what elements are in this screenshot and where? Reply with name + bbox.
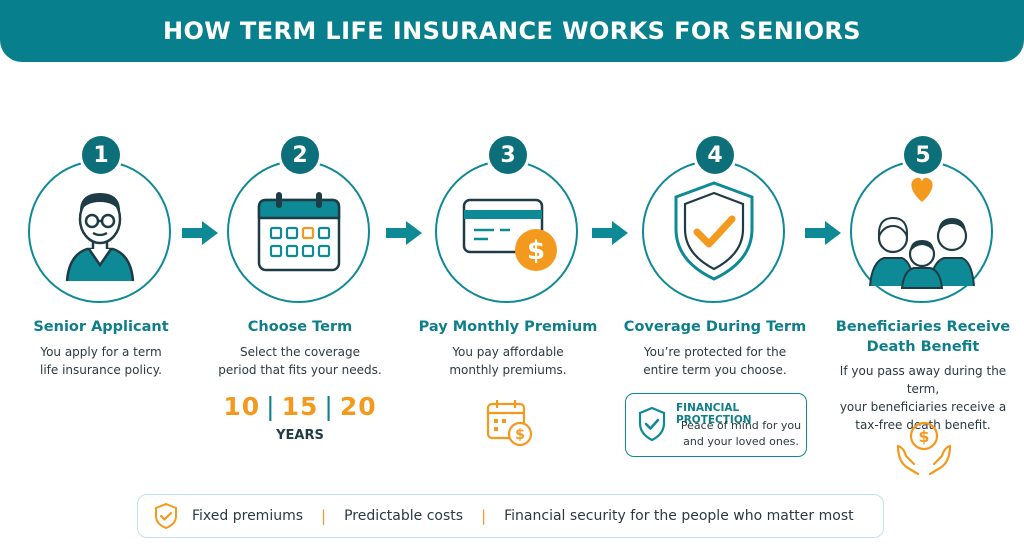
step-icon-circle bbox=[642, 160, 785, 303]
calendar-icon bbox=[257, 191, 340, 271]
calendar-dollar-icon: $ bbox=[486, 400, 533, 447]
step-3: 3 $ Pay Monthly Premium You pay affordab… bbox=[408, 0, 608, 559]
svg-text:$: $ bbox=[515, 427, 525, 443]
step-number-badge: 4 bbox=[696, 136, 734, 174]
benefit-item: Predictable costs bbox=[344, 508, 464, 524]
financial-protection-box: FINANCIAL PROTECTION Peace of mind for y… bbox=[625, 393, 807, 457]
step-description: If you pass away during the term, your b… bbox=[839, 364, 1007, 432]
arrow-right-icon bbox=[386, 221, 422, 245]
benefits-bar: Fixed premiums | Predictable costs | Fin… bbox=[137, 494, 884, 538]
term-option: 10 bbox=[223, 392, 261, 421]
benefit-item: Fixed premiums bbox=[192, 508, 304, 524]
credit-card-dollar-icon: $ bbox=[462, 198, 557, 271]
step-title: Senior Applicant bbox=[33, 319, 169, 335]
financial-protection-title: FINANCIAL PROTECTION bbox=[676, 402, 752, 426]
term-unit-label: YEARS bbox=[276, 428, 324, 443]
svg-text:$: $ bbox=[526, 236, 544, 266]
financial-protection-text: Peace of mind for you and your loved one… bbox=[680, 419, 802, 448]
step-icon-circle: $ bbox=[435, 160, 578, 303]
term-option: 20 bbox=[339, 392, 377, 421]
step-title: Coverage During Term bbox=[623, 319, 807, 335]
step-description: Select the coverage period that fits you… bbox=[218, 345, 382, 377]
step-icon-circle bbox=[28, 160, 171, 303]
step-number-badge: 2 bbox=[281, 136, 319, 174]
step-2: 2 Choose Term Select the coverage period… bbox=[200, 0, 400, 559]
step-5: 5 Beneficiaries Receive Death Benefit If… bbox=[823, 0, 1023, 559]
step-title: Pay Monthly Premium bbox=[418, 319, 598, 335]
step-icon-circle bbox=[227, 160, 370, 303]
header-banner: HOW TERM LIFE INSURANCE WORKS FOR SENIOR… bbox=[0, 0, 1024, 62]
shield-check-icon bbox=[155, 502, 177, 530]
shield-check-icon bbox=[674, 180, 753, 281]
svg-text:$: $ bbox=[918, 427, 929, 446]
step-number-badge: 5 bbox=[904, 136, 942, 174]
term-options: 10|15|20 bbox=[223, 392, 377, 421]
term-option: 15 bbox=[281, 392, 319, 421]
arrow-right-icon bbox=[592, 221, 628, 245]
step-title: Choose Term bbox=[247, 319, 353, 335]
hands-dollar-icon: $ bbox=[896, 421, 952, 476]
step-number-badge: 3 bbox=[489, 136, 527, 174]
separator: | bbox=[321, 507, 327, 525]
arrow-right-icon bbox=[182, 221, 218, 245]
shield-check-icon bbox=[638, 406, 666, 442]
step-title: Beneficiaries Receive Death Benefit bbox=[835, 319, 1011, 355]
step-4: 4 Coverage During Term You’re protected … bbox=[615, 0, 815, 559]
family-heart-icon bbox=[868, 177, 975, 289]
step-number-badge: 1 bbox=[82, 136, 120, 174]
step-description: You’re protected for the entire term you… bbox=[643, 345, 787, 377]
benefit-item: Financial security for the people who ma… bbox=[504, 508, 854, 524]
step-description: You pay affordable monthly premiums. bbox=[449, 345, 567, 377]
arrow-right-icon bbox=[805, 221, 841, 245]
page-title: HOW TERM LIFE INSURANCE WORKS FOR SENIOR… bbox=[163, 17, 861, 45]
step-icon-circle bbox=[850, 160, 993, 303]
separator: | bbox=[481, 507, 487, 525]
step-1: 1 Senior Applicant You apply for a term … bbox=[1, 0, 201, 559]
senior-person-icon bbox=[65, 192, 134, 281]
step-description: You apply for a term life insurance poli… bbox=[39, 345, 162, 377]
